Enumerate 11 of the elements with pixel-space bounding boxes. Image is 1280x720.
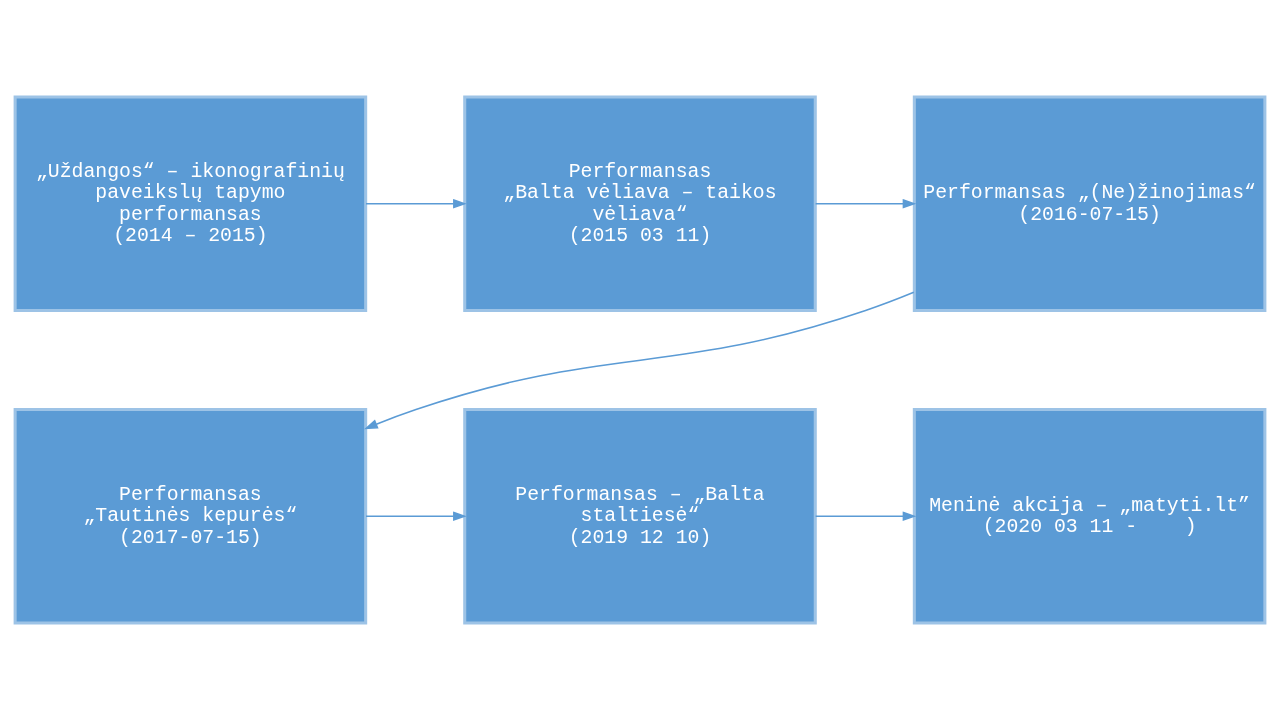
arrow xyxy=(365,198,467,209)
node-box: Meninė akcija – „matyti.lt” (2020 03 11 - ) xyxy=(912,408,1267,625)
arrow xyxy=(365,511,467,522)
node-box: „Uždangos“ – ikonografinių paveikslų tapymo performansas (2014 – 2015) xyxy=(13,95,368,312)
arrow xyxy=(364,291,915,430)
node-box: Performansas – „Balta staltiesė“ (2019 12 10) xyxy=(463,408,817,625)
node-box: Performansas „Tautinės kepurės“ (2017-07-15) xyxy=(13,408,368,625)
node-box: Performansas „(Ne)žinojimas“ (2016-07-15) xyxy=(912,95,1267,312)
arrow xyxy=(814,198,917,209)
arrow xyxy=(814,511,917,522)
node-box: Performansas „Balta vėliava – taikos vėliava“ (2015 03 11) xyxy=(463,95,817,312)
